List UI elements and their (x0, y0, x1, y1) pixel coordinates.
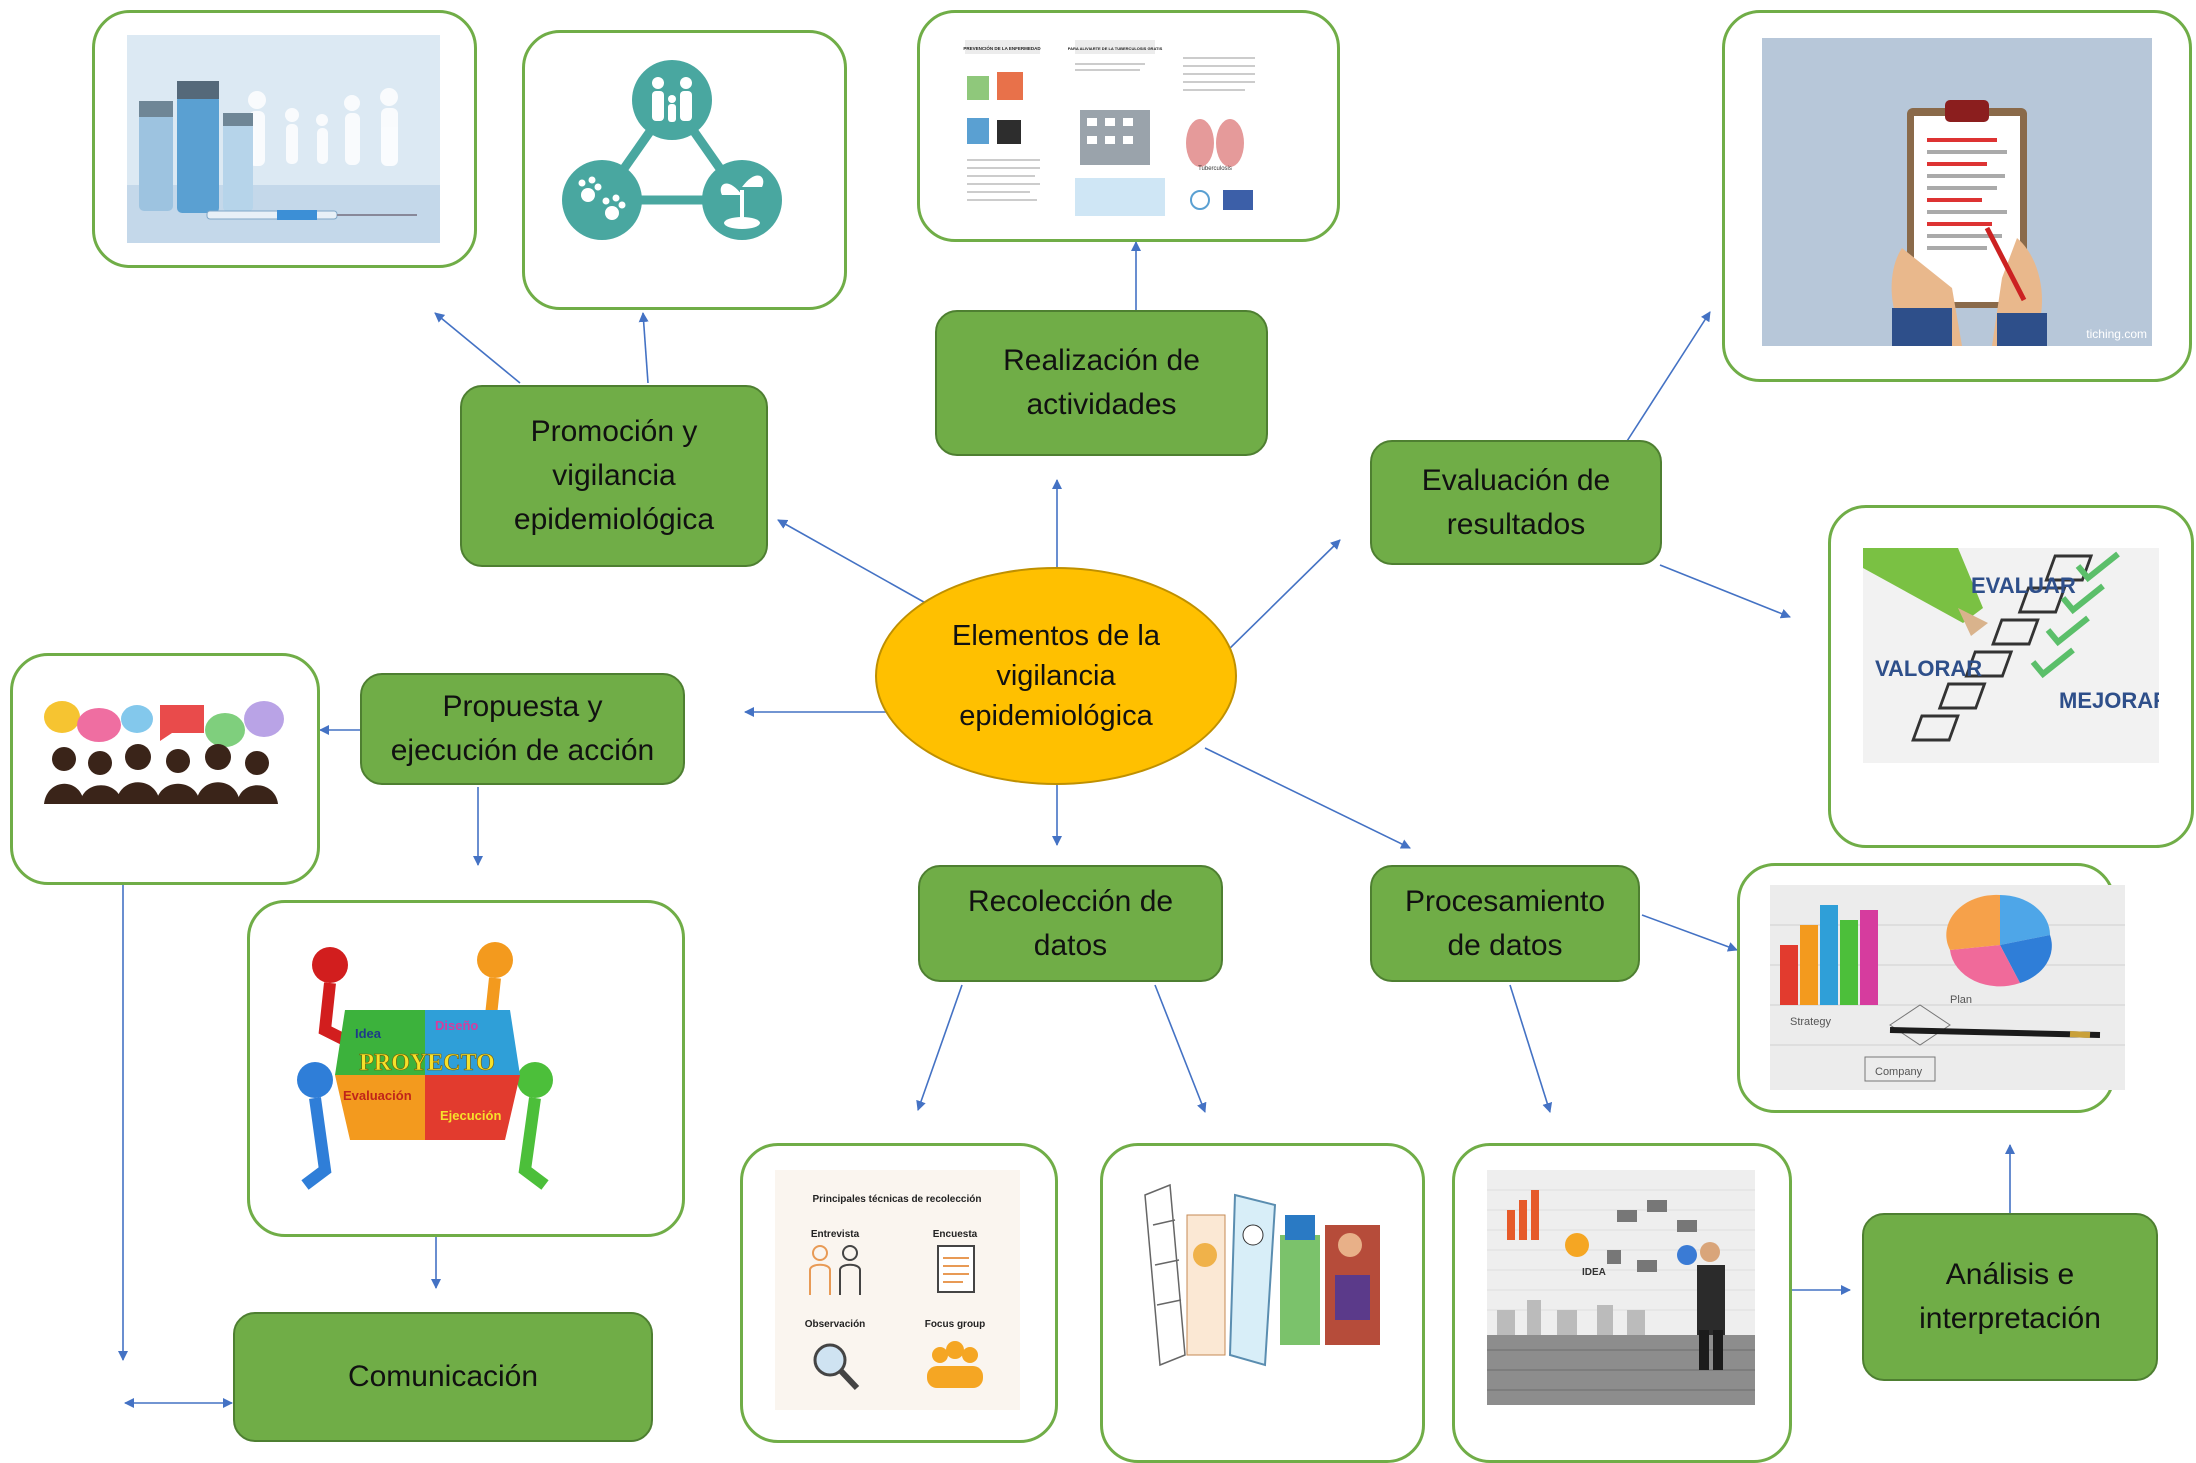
survey-icon (937, 1245, 975, 1293)
arrow-evaluacion-to-checklist (1619, 311, 1711, 453)
node-evaluacion: Evaluación de resultados (1370, 440, 1662, 565)
node-evaluacion-label: Evaluación de resultados (1421, 463, 1611, 541)
research-collage (1135, 1175, 1390, 1375)
speech-bubbles-people (42, 697, 287, 804)
clipboard-checklist: tiching.com (1762, 38, 2152, 346)
vaccine-family-photo (127, 35, 440, 243)
node-comunicacion-label: Comunicación (347, 1360, 539, 1393)
puzzle-proyecto: Idea Diseño PROYECTO Evaluación Ejecució… (285, 930, 570, 1200)
arrow-recoleccion-to-collage (1154, 984, 1207, 1113)
node-realizacion-label: Realización de actividades (1003, 344, 1200, 421)
evaluar-word-1: EVALUAR (1971, 573, 2076, 598)
technique-observacion: Observación (805, 1319, 866, 1330)
plan-label: Plan (1950, 994, 1972, 1006)
arrow-center-to-evaluacion (1222, 539, 1341, 656)
arrow-procesamiento-to-pizarra (1509, 984, 1553, 1113)
puzzle-word-idea: Idea (355, 1026, 382, 1041)
arrow-center-to-promocion (777, 519, 939, 611)
technique-focus-group: Focus group (925, 1319, 986, 1330)
puzzle-word-evaluacion: Evaluación (343, 1088, 412, 1103)
node-analisis: Análisis e interpretación (1862, 1213, 2158, 1381)
node-propuesta: Propuesta y ejecución de acción (360, 673, 685, 785)
evaluar-word-3: MEJORAR (2059, 688, 2159, 713)
strategy-charts: Strategy Plan Company (1770, 885, 2125, 1090)
puzzle-title: PROYECTO (359, 1050, 495, 1076)
node-promocion-label: Promoción y vigilancia epidemiológica (513, 415, 715, 536)
evaluar-checklist: EVALUAR VALORAR MEJORAR (1863, 548, 2159, 763)
brochure: PREVENCIÓN DE LA ENFERMEDAD PARA ALIVIAR… (955, 28, 1280, 223)
node-recoleccion-label: Recolección de datos (967, 884, 1174, 962)
center-label: Elementos de la vigilancia epidemiológic… (952, 620, 1160, 732)
node-promocion: Promoción y vigilancia epidemiológica (460, 385, 768, 567)
arrow-evaluacion-to-evaluar (1659, 564, 1791, 619)
evaluar-word-2: VALORAR (1875, 656, 1982, 681)
technique-encuesta: Encuesta (933, 1229, 978, 1240)
magnifier-icon (813, 1343, 860, 1391)
arrow-procesamiento-to-estrategia (1641, 914, 1738, 952)
arrow-promocion-to-onehealth (638, 312, 649, 384)
arrow-center-to-procesamiento (1204, 747, 1411, 849)
node-comunicacion: Comunicación (233, 1312, 653, 1442)
brochure-label-tb: Tuberculosis (1198, 166, 1232, 172)
strategy-label: Strategy (1790, 1016, 1831, 1028)
technique-entrevista: Entrevista (811, 1229, 860, 1240)
node-realizacion: Realización de actividades (935, 310, 1268, 456)
node-propuesta-label: Propuesta y ejecución de acción (390, 690, 655, 767)
node-analisis-label: Análisis e interpretación (1919, 1258, 2101, 1335)
brochure-heading-right: PARA ALIVIARTE DE LA TUBERCULOSIS GRATIS (1068, 46, 1163, 51)
interview-icon (809, 1245, 861, 1295)
group-icon (927, 1341, 983, 1388)
arrow-promocion-to-vacunas (434, 312, 521, 384)
center-ellipse: Elementos de la vigilancia epidemiológic… (875, 567, 1237, 785)
checklist-watermark: tiching.com (2086, 327, 2147, 341)
data-collection-techniques: Principales técnicas de recolección Entr… (775, 1170, 1020, 1410)
arrow-recoleccion-to-tecnicas (916, 984, 963, 1111)
node-procesamiento-label: Procesamiento de datos (1404, 884, 1606, 962)
one-health-icon (552, 55, 792, 245)
brochure-heading-left: PREVENCIÓN DE LA ENFERMEDAD (963, 44, 1041, 51)
techniques-title: Principales técnicas de recolección (813, 1194, 982, 1205)
puzzle-word-diseno: Diseño (435, 1018, 478, 1033)
node-procesamiento: Procesamiento de datos (1370, 865, 1640, 982)
node-recoleccion: Recolección de datos (918, 865, 1223, 982)
puzzle-word-ejecucion: Ejecución (440, 1108, 501, 1123)
data-wall-businessman: IDEA (1487, 1170, 1755, 1405)
pizarra-label-idea: IDEA (1582, 1267, 1606, 1278)
company-label: Company (1875, 1066, 1923, 1078)
